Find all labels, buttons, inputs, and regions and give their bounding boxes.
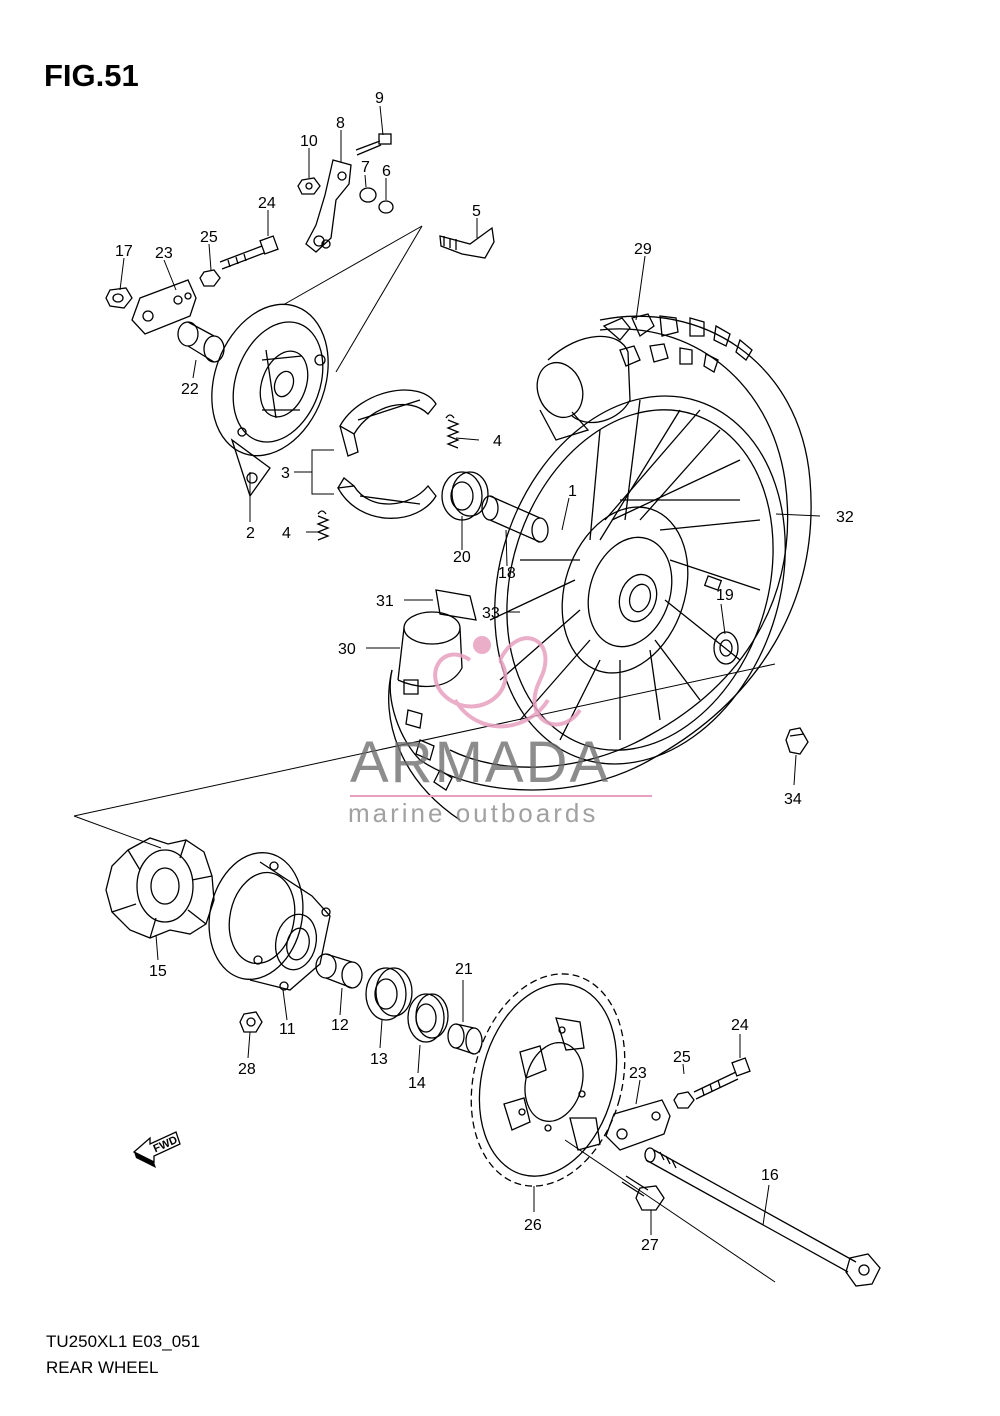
bolt-part-27 — [621, 1175, 665, 1211]
callout: 24 — [731, 1017, 749, 1034]
bearing-part-20 — [441, 471, 489, 521]
callout: 17 — [115, 243, 133, 260]
armada-watermark: ARMADA marine outboards — [348, 636, 652, 828]
washer-part-7 — [359, 187, 377, 203]
watermark-brand: ARMADA — [350, 730, 610, 795]
oil-seal-part-14 — [407, 993, 449, 1043]
callout: 19 — [716, 587, 734, 604]
axle-part-16 — [644, 1147, 881, 1287]
brake-shoes-part-3 — [336, 389, 437, 519]
collar-part-12 — [315, 953, 363, 989]
callout: 33 — [482, 605, 500, 622]
callout: 31 — [376, 593, 394, 610]
spacer-part-22 — [177, 321, 225, 363]
damper-part-15 — [105, 837, 215, 939]
armada-logo-icon — [433, 636, 582, 729]
nut-part-25-lower — [673, 1091, 695, 1109]
sprocket-part-26 — [470, 973, 626, 1187]
callout: 20 — [453, 549, 471, 566]
nut-part-17 — [105, 287, 133, 309]
torque-link-part-23-lower — [605, 1099, 671, 1151]
callout: 7 — [361, 159, 370, 176]
callout: 11 — [279, 1021, 296, 1038]
spacer-part-18 — [481, 495, 549, 543]
bolt-part-24-upper — [219, 235, 279, 270]
callout: 25 — [673, 1049, 691, 1066]
callout: 29 — [634, 241, 652, 258]
spring-part-4-lower — [316, 510, 330, 541]
fwd-label: FWD — [152, 1134, 180, 1155]
rim-band-part-31 — [435, 589, 477, 621]
callout: 23 — [629, 1065, 647, 1082]
callout: 23 — [155, 245, 173, 262]
callout: 25 — [200, 229, 218, 246]
leader-lines — [119, 105, 821, 1235]
callout: 12 — [331, 1017, 349, 1034]
callout: 22 — [181, 381, 199, 398]
callout: 28 — [238, 1061, 256, 1078]
callout: 30 — [338, 641, 356, 658]
callout-numbers: 1 2 3 4 4 5 6 7 8 9 10 11 12 13 14 15 16… — [115, 90, 854, 1254]
callout: 4 — [282, 525, 291, 542]
callout: 18 — [498, 565, 516, 582]
nut-part-25-upper — [199, 269, 221, 287]
oring-part-6 — [378, 200, 394, 214]
callout: 10 — [300, 133, 318, 150]
forward-arrow-icon: FWD — [132, 1131, 181, 1168]
rear-wheel-tyre — [388, 313, 812, 821]
callout: 6 — [382, 163, 391, 180]
bolt-part-9 — [355, 133, 392, 156]
callout: 26 — [524, 1217, 542, 1234]
callout: 1 — [568, 483, 577, 500]
callout: 34 — [784, 791, 802, 808]
section-name: REAR WHEEL — [46, 1358, 159, 1377]
sprocket-drum-part-11 — [208, 852, 331, 991]
watermark-tagline: marine outboards — [348, 798, 598, 828]
cam-lever-part-8 — [305, 159, 352, 253]
bearing-part-13 — [365, 967, 413, 1021]
model-code: TU250XL1 E03_051 — [46, 1332, 201, 1351]
callout: 4 — [493, 433, 502, 450]
spring-part-4-upper — [445, 414, 460, 449]
torque-link-part-23-upper — [131, 279, 197, 335]
assembly-lines — [73, 225, 776, 1283]
callout: 24 — [258, 195, 276, 212]
nut-part-10 — [297, 177, 321, 195]
callout: 8 — [336, 115, 345, 132]
callout: 21 — [455, 961, 473, 978]
callout: 15 — [149, 963, 167, 980]
callout: 14 — [408, 1075, 426, 1092]
callout: 32 — [836, 509, 854, 526]
switch-part-5 — [439, 226, 495, 259]
tube-part-30 — [397, 611, 463, 688]
callout: 27 — [641, 1237, 659, 1254]
oil-seal-part-19 — [713, 631, 739, 665]
valve-cap-part-34 — [785, 727, 809, 755]
callout: 16 — [761, 1167, 779, 1184]
spacer-part-33 — [703, 575, 723, 591]
callout: 3 — [281, 465, 290, 482]
callout: 5 — [472, 203, 481, 220]
tube-part-29 — [536, 335, 631, 441]
callout: 2 — [246, 525, 255, 542]
nut-part-28 — [239, 1011, 263, 1033]
bolt-part-24-lower — [693, 1057, 751, 1100]
spacer-part-21 — [447, 1023, 483, 1055]
figure-title: FIG.51 — [44, 58, 139, 93]
callout: 9 — [375, 90, 384, 107]
callout: 13 — [370, 1051, 388, 1068]
brake-panel-part-2 — [211, 303, 329, 498]
